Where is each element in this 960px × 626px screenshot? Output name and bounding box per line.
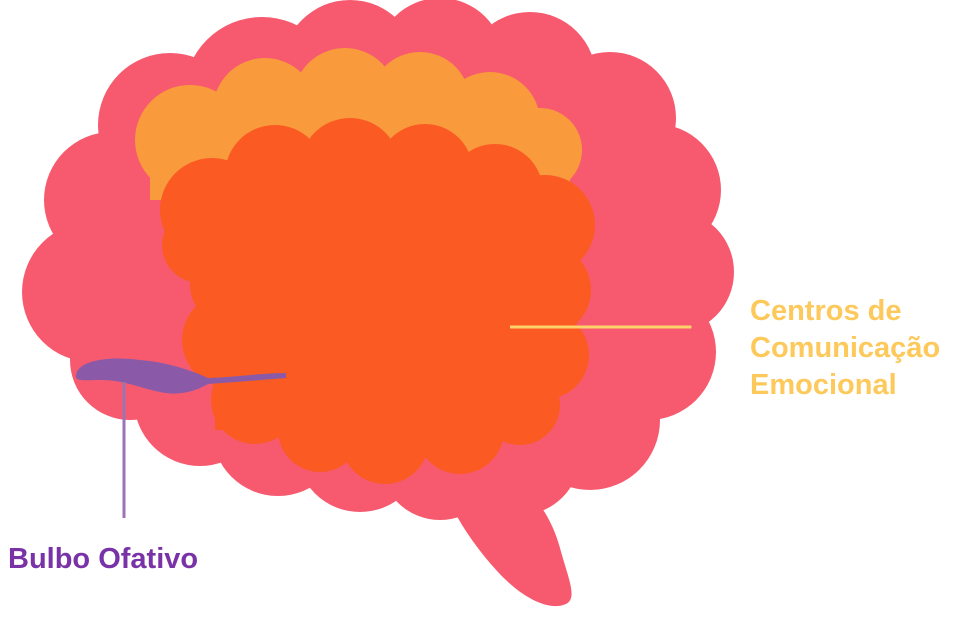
emotional-centers-region xyxy=(160,118,595,484)
emotional-centers-pointer-dot xyxy=(688,325,692,329)
emotional-centers-label: Centros de Comunicação Emocional xyxy=(750,293,940,404)
olfactory-bulb-label: Bulbo Ofativo xyxy=(8,543,199,575)
emotional-centers-label-line-3: Emocional xyxy=(750,369,897,402)
olfactory-bulb-shape xyxy=(75,358,286,394)
emotional-centers-label-line-1: Centros de xyxy=(750,295,902,327)
emotional-centers-label-line-2: Comunicação xyxy=(750,332,941,365)
